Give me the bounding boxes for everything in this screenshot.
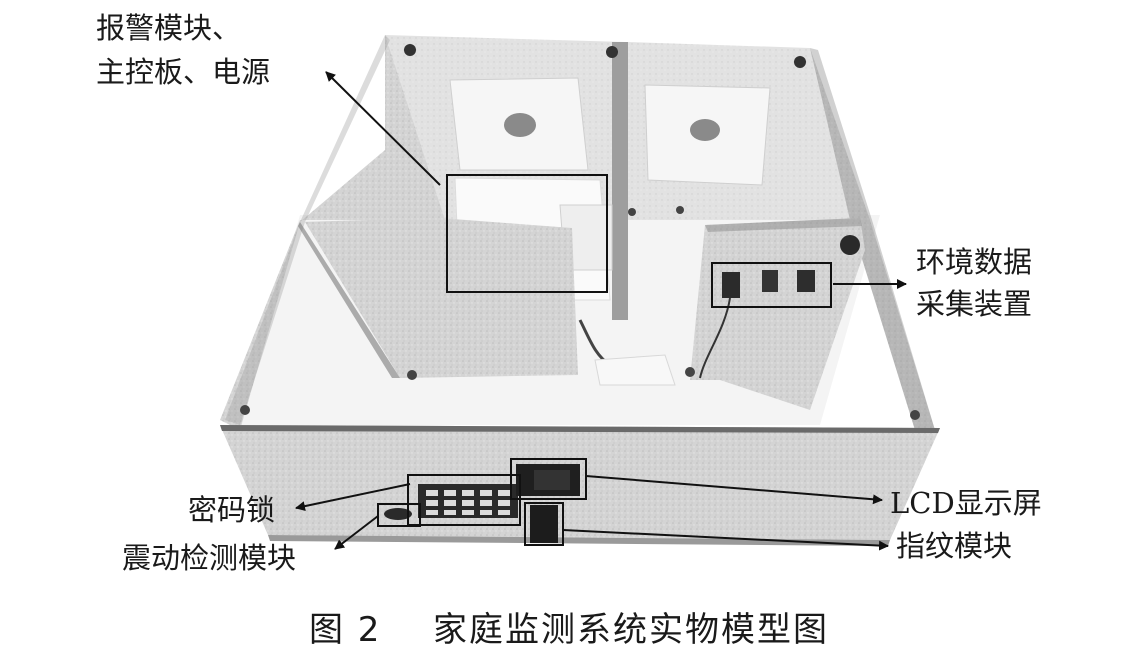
label-env-data-line2: 采集装置 <box>916 287 1033 321</box>
label-vibration-module: 震动检测模块 <box>122 541 297 575</box>
sensor-2 <box>762 270 778 292</box>
label-password-lock: 密码锁 <box>188 493 276 527</box>
sensor-1 <box>722 272 740 298</box>
label-main-board-power: 主控板、电源 <box>96 55 271 89</box>
box-vibration <box>377 503 421 527</box>
label-lcd-screen: LCD显示屏 <box>890 486 1042 520</box>
figure-title: 家庭监测系统实物模型图 <box>433 610 830 650</box>
box-alarm-module <box>446 174 608 293</box>
figure-number: 图 2 <box>308 610 382 650</box>
right-wall <box>810 48 935 430</box>
arrow-fingerprint <box>562 529 889 551</box>
vibration-sensor <box>384 508 412 520</box>
front-right-partition <box>690 218 865 410</box>
center-divider <box>612 42 628 320</box>
label-env-data-line1: 环境数据 <box>916 245 1033 279</box>
box-env-data <box>711 262 832 308</box>
home-monitoring-model-photo <box>220 35 940 551</box>
arrow-password <box>295 483 411 512</box>
arrow-alarm <box>325 71 441 186</box>
arrow-lcd <box>585 475 883 505</box>
sensor-3 <box>797 270 815 292</box>
front-left-partition <box>300 218 578 378</box>
label-fingerprint-module: 指纹模块 <box>896 529 1013 563</box>
box-fingerprint <box>524 502 564 546</box>
label-alarm-module: 报警模块、 <box>96 11 242 45</box>
arrow-vibration <box>334 515 379 550</box>
fingerprint-sensor <box>530 505 558 543</box>
figure-caption: 图 2 家庭监测系统实物模型图 <box>0 602 1138 651</box>
box-lcd <box>510 458 587 500</box>
